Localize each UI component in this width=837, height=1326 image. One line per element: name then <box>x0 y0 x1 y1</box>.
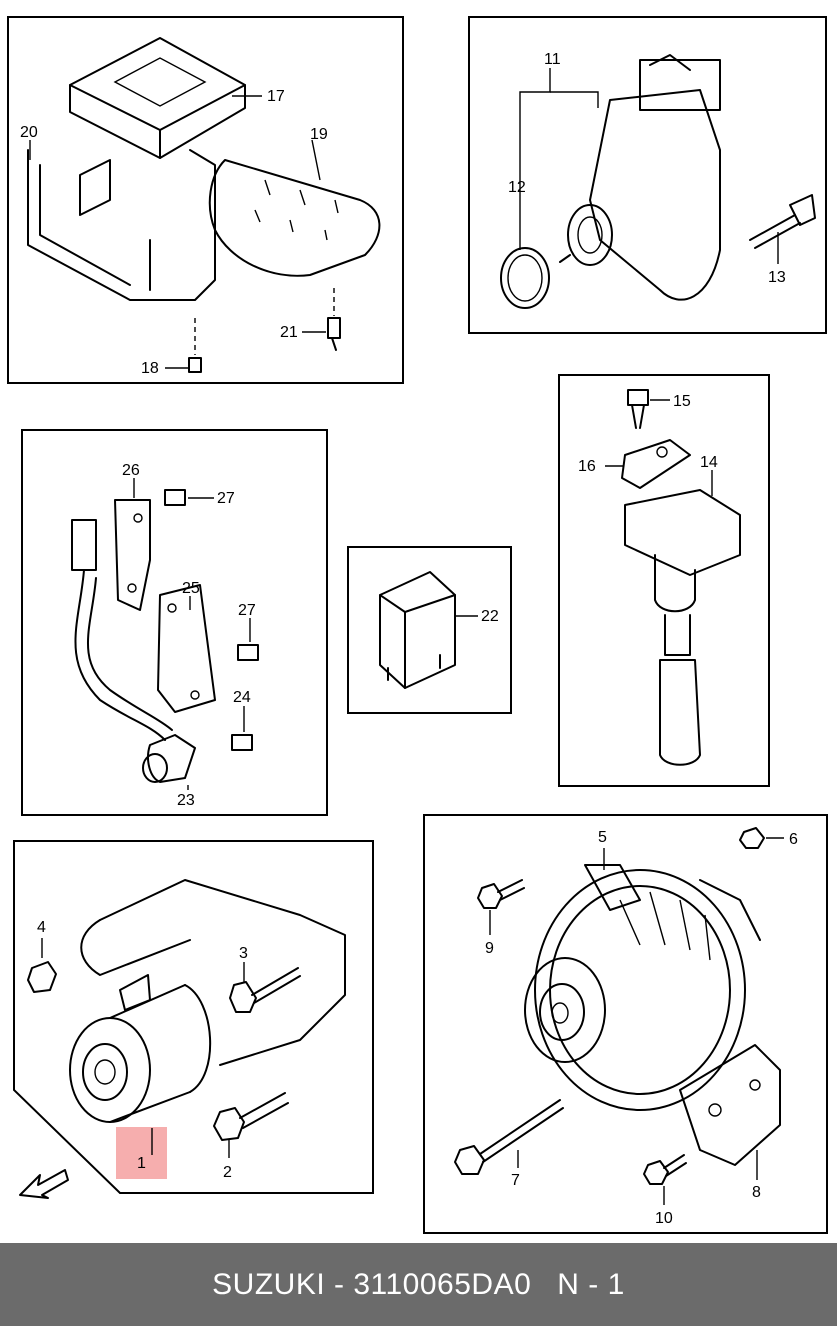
label-23: 23 <box>177 792 195 809</box>
label-16: 16 <box>578 458 596 475</box>
panel-alternator: 5 6 9 7 8 10 <box>423 814 828 1234</box>
bracket-25-shape <box>157 584 216 713</box>
label-22: 22 <box>481 608 499 625</box>
bolt-7-shape <box>454 1099 564 1175</box>
part-1-highlight <box>116 1127 167 1179</box>
brand-name: SUZUKI <box>212 1267 326 1301</box>
label-20: 20 <box>20 124 38 141</box>
label-13: 13 <box>768 269 786 286</box>
bolt-2-shape <box>213 1092 289 1141</box>
label-17: 17 <box>267 88 285 105</box>
bracket-shape <box>27 149 216 301</box>
bracket-26-shape <box>114 499 151 611</box>
cover-shape <box>208 159 381 277</box>
panel-ignition-coil: 15 16 14 <box>558 374 770 787</box>
label-2: 2 <box>223 1164 232 1181</box>
label-25: 25 <box>182 580 200 597</box>
bolt-9-shape <box>477 879 525 909</box>
label-19: 19 <box>310 126 328 143</box>
ignition-coil-shape <box>624 489 741 766</box>
label-5: 5 <box>598 829 607 846</box>
label-24: 24 <box>233 689 251 706</box>
label-8: 8 <box>752 1184 761 1201</box>
label-6: 6 <box>789 831 798 848</box>
label-10: 10 <box>655 1210 673 1227</box>
bolt-27b-shape <box>237 644 259 661</box>
nut-4-shape <box>27 961 57 993</box>
label-9: 9 <box>485 940 494 957</box>
label-11: 11 <box>544 51 561 68</box>
clip-21-shape <box>327 288 341 351</box>
bolt-10-shape <box>643 1154 687 1185</box>
panel-starter: 1 4 3 2 <box>13 840 374 1199</box>
panel-sensor: 26 27 25 27 24 23 <box>21 429 328 816</box>
starter-motor-shape <box>69 879 346 1123</box>
sensor-harness-shape <box>71 519 196 783</box>
bolt-27a-shape <box>164 489 186 506</box>
relay-shape <box>379 571 456 689</box>
panel-idle-valve: 11 12 13 <box>468 16 827 334</box>
label-1: 1 <box>137 1155 146 1172</box>
footer-bar: SUZUKI - 3110065DA0 N - 1 <box>0 1243 837 1326</box>
fastener-18-shape <box>188 318 202 373</box>
bolt-24-shape <box>231 734 253 751</box>
label-14: 14 <box>700 454 718 471</box>
bolt-13-shape <box>749 194 816 249</box>
panel-relay: 22 <box>347 546 512 714</box>
diagram-position: N - 1 <box>557 1267 625 1301</box>
front-arrow-icon <box>19 1169 69 1199</box>
bracket-16-shape <box>621 439 691 489</box>
separator-dash: - <box>325 1267 354 1301</box>
label-21: 21 <box>280 324 298 341</box>
label-26: 26 <box>122 462 140 479</box>
label-12: 12 <box>508 179 526 196</box>
label-7: 7 <box>511 1172 520 1189</box>
idle-valve-shape <box>559 54 721 301</box>
part-number: 3110065DA0 <box>353 1267 532 1301</box>
label-27b: 27 <box>238 602 256 619</box>
bolt-15-shape <box>627 389 649 429</box>
alternator-shape <box>524 864 761 1111</box>
ecu-module-shape <box>69 37 246 159</box>
bolt-3-shape <box>229 967 301 1013</box>
label-15: 15 <box>673 393 691 410</box>
label-3: 3 <box>239 945 248 962</box>
label-4: 4 <box>37 919 46 936</box>
parts-diagram: 17 19 20 18 21 11 12 13 <box>7 16 828 1234</box>
nut-6-shape <box>739 827 765 849</box>
bracket-8-shape <box>679 1044 781 1166</box>
label-18: 18 <box>141 360 159 377</box>
o-ring-12-shape <box>500 247 550 309</box>
panel-ecu-bracket: 17 19 20 18 21 <box>7 16 404 384</box>
label-27a: 27 <box>217 490 235 507</box>
